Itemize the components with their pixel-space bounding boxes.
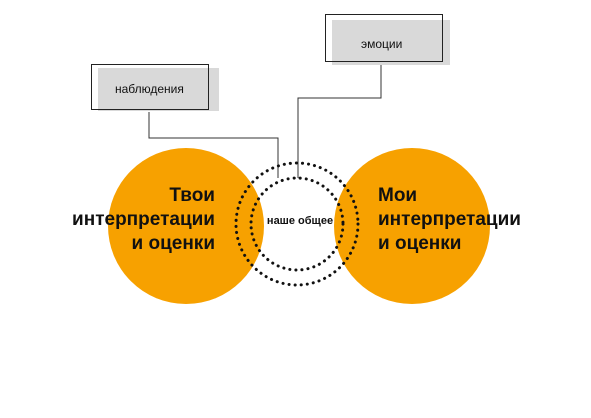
circle-yours [108, 148, 264, 304]
observations-box: наблюдения [88, 64, 220, 112]
my-text-line: Мои [378, 185, 418, 206]
your-text-line: Твои [169, 185, 215, 206]
connector-emotions [297, 62, 382, 178]
my-interpretations-text: Мои интерпретации и оценки [378, 184, 521, 256]
my-text-line: интерпретации [378, 209, 521, 230]
emotions-box-frame [325, 14, 443, 62]
my-text-line: и оценки [378, 233, 462, 254]
your-text-line: интерпретации [72, 209, 215, 230]
emotions-box-shadow [332, 20, 450, 65]
observations-box-shadow [98, 68, 219, 111]
your-interpretations-text: Твои интерпретации и оценки [72, 184, 215, 256]
connector-observations [148, 112, 279, 178]
common-ground-label: наше общее [266, 215, 334, 227]
dotted-ring-inner [249, 176, 345, 272]
circle-mine [334, 148, 490, 304]
observations-label: наблюдения [115, 82, 184, 96]
your-text-line: и оценки [131, 233, 215, 254]
emotions-label: эмоции [361, 37, 403, 51]
emotions-box: эмоции [318, 14, 450, 70]
dotted-ring-outer [234, 161, 360, 287]
observations-box-frame [91, 64, 209, 110]
